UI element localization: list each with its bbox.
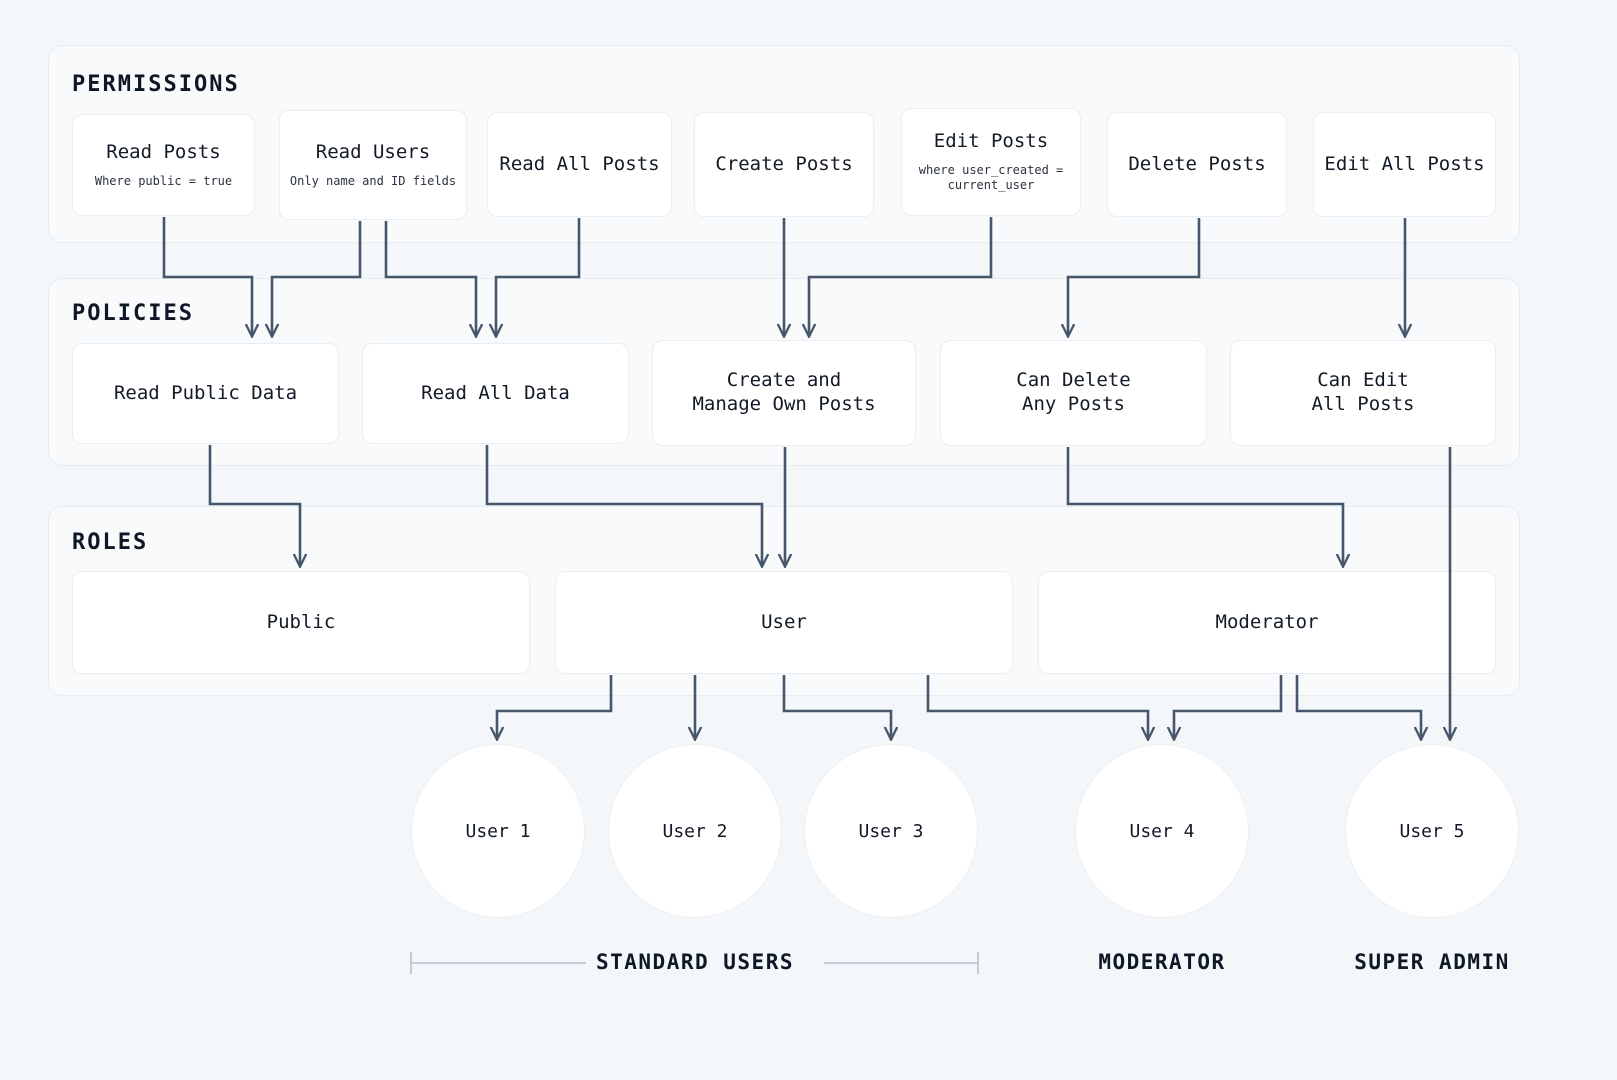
permission-node-edit-all-posts[interactable]: Edit All Posts xyxy=(1313,112,1496,217)
group-label-moderator: MODERATOR xyxy=(1098,950,1226,974)
role-title: User xyxy=(761,610,807,633)
user-circle-5[interactable]: User 5 xyxy=(1345,744,1519,918)
role-title: Moderator xyxy=(1215,610,1319,633)
group-label-super-admin: SUPER ADMIN xyxy=(1354,950,1510,974)
user-label: User 5 xyxy=(1399,820,1465,842)
roles-section-title: ROLES xyxy=(72,530,149,555)
policy-node-read-all-data[interactable]: Read All Data xyxy=(362,343,629,444)
permission-title: Create Posts xyxy=(715,152,853,175)
user-label: User 1 xyxy=(465,820,531,842)
policy-node-read-public-data[interactable]: Read Public Data xyxy=(72,343,339,444)
permission-subtitle: Where public = true xyxy=(94,173,233,188)
group-label-standard-users: STANDARD USERS xyxy=(595,950,794,974)
permission-node-create-posts[interactable]: Create Posts xyxy=(694,112,874,217)
permission-subtitle: Only name and ID fields xyxy=(289,173,457,188)
permission-node-read-all-posts[interactable]: Read All Posts xyxy=(487,112,672,217)
role-title: Public xyxy=(266,610,336,633)
policy-title: Create and Manage Own Posts xyxy=(692,369,876,415)
policy-title: Read Public Data xyxy=(113,381,298,404)
user-circle-1[interactable]: User 1 xyxy=(411,744,585,918)
user-label: User 4 xyxy=(1129,820,1195,842)
permission-subtitle: where user_created = current_user xyxy=(918,162,1064,193)
user-label: User 3 xyxy=(858,820,924,842)
permission-title: Edit All Posts xyxy=(1324,152,1485,175)
policies-section-title: POLICIES xyxy=(72,301,194,326)
policy-node-can-edit-all-posts[interactable]: Can Edit All Posts xyxy=(1230,340,1496,446)
policy-title: Can Edit All Posts xyxy=(1311,369,1415,415)
permission-node-read-posts[interactable]: Read Posts Where public = true xyxy=(72,114,255,216)
role-node-user[interactable]: User xyxy=(555,571,1013,674)
user-circle-3[interactable]: User 3 xyxy=(804,744,978,918)
permission-node-read-users[interactable]: Read Users Only name and ID fields xyxy=(279,110,467,220)
permissions-section-title: PERMISSIONS xyxy=(72,72,240,97)
user-label: User 2 xyxy=(662,820,728,842)
permission-node-edit-posts[interactable]: Edit Posts where user_created = current_… xyxy=(901,108,1081,216)
permission-node-delete-posts[interactable]: Delete Posts xyxy=(1107,112,1287,217)
user-circle-4[interactable]: User 4 xyxy=(1075,744,1249,918)
policy-title: Read All Data xyxy=(421,381,570,404)
policy-title: Can Delete Any Posts xyxy=(1016,369,1131,415)
role-node-public[interactable]: Public xyxy=(72,571,530,674)
user-circle-2[interactable]: User 2 xyxy=(608,744,782,918)
permission-title: Read All Posts xyxy=(499,152,660,175)
permission-title: Delete Posts xyxy=(1128,152,1266,175)
policy-node-can-delete-any-posts[interactable]: Can Delete Any Posts xyxy=(940,340,1207,446)
permission-title: Read Posts xyxy=(106,140,221,163)
permission-title: Edit Posts xyxy=(933,130,1049,153)
role-node-moderator[interactable]: Moderator xyxy=(1038,571,1496,674)
policy-node-create-manage-own-posts[interactable]: Create and Manage Own Posts xyxy=(652,340,916,446)
permission-title: Read Users xyxy=(315,140,431,163)
